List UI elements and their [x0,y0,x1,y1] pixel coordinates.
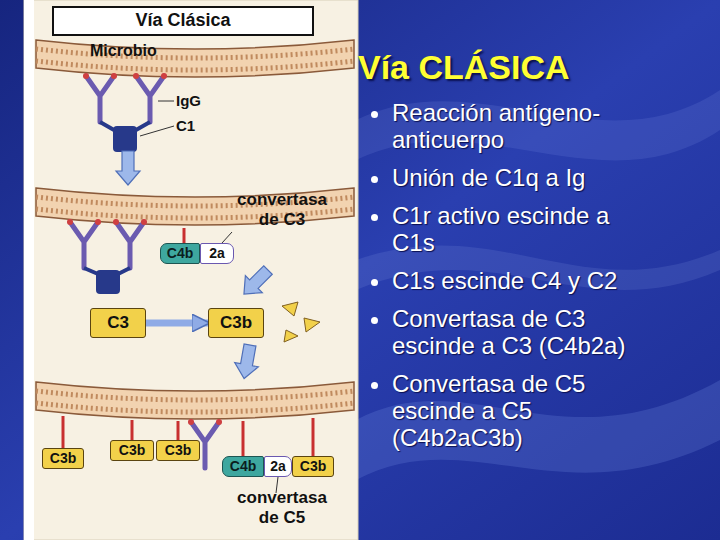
part-label: C1 [176,117,226,135]
c1-complex [100,122,150,152]
c3a-fragment [282,302,320,342]
figure-panel [24,0,358,540]
protein-block: C3b [42,448,84,469]
node-text: C3b [50,451,76,466]
bullet-item: Reacción antígeno-anticuerpo [392,99,654,153]
antibody-symbol [133,73,167,122]
protein-block: C3b [208,308,264,338]
membrane [36,40,354,77]
part-label: Microbio [90,41,190,60]
protein-block: C3b [156,440,200,461]
protein-block: C3b [110,440,154,461]
node-text: 2a [209,246,225,261]
protein-block: 2a [264,456,292,477]
membrane [36,382,354,419]
bullet-text: C1r activo escinde a C1s [392,202,609,256]
bullet-item: Convertasa de C3 escinde a C3 (C4b2a) [392,305,654,359]
bullet-list: Reacción antígeno-anticuerpoUnión de C1q… [370,99,654,462]
leader-line [140,101,174,136]
bullet-item: Unión de C1q a Ig [392,164,654,191]
slide-title: Vía CLÁSICA [358,48,570,87]
protein-block: C4b [222,456,264,477]
flow-arrow [116,151,140,185]
bullet-text: Unión de C1q a Ig [392,164,585,191]
antibody-symbol [67,219,101,268]
flow-arrow [235,262,276,303]
node-text: Vía Clásica [135,11,230,31]
c1-complex [84,268,130,294]
leader-line [222,232,232,243]
background-wave [356,90,720,160]
node-text: C4b [167,246,193,261]
part-label: IgG [176,92,226,110]
node-text: C4b [230,459,256,474]
bullet-text: C1s escinde C4 y C2 [392,267,617,294]
part-label: convertasa de C3 [228,190,336,230]
protein-block: C3 [90,308,146,338]
title-box: Vía Clásica [52,6,314,36]
bullet-item: C1r activo escinde a C1s [392,202,654,256]
flow-arrow [232,343,262,381]
antibody-symbol [83,73,117,122]
antibody-symbol [113,219,147,268]
reaction-arrow [146,320,208,327]
node-text: C3b [165,443,191,458]
bullet-text: Convertasa de C5 escinde a C5 (C4b2aC3b) [392,370,585,451]
protein-block: C4b [160,243,200,264]
node-text: C3 [107,314,129,333]
bullet-item: C1s escinde C4 y C2 [392,267,654,294]
part-label: convertasa de C5 [228,488,336,528]
protein-block: 2a [200,243,234,264]
protein-block: C3b [292,456,334,477]
node-text: 2a [270,459,286,474]
node-text: C3b [119,443,145,458]
bullet-text: Convertasa de C3 escinde a C3 (C4b2a) [392,305,625,359]
attachment-line [183,228,186,243]
figure-margin [24,0,34,540]
node-text: C3b [300,459,326,474]
bullet-text: Reacción antígeno-anticuerpo [392,99,600,153]
node-text: C3b [220,314,252,333]
bullet-item: Convertasa de C5 escinde a C5 (C4b2aC3b) [392,370,654,451]
